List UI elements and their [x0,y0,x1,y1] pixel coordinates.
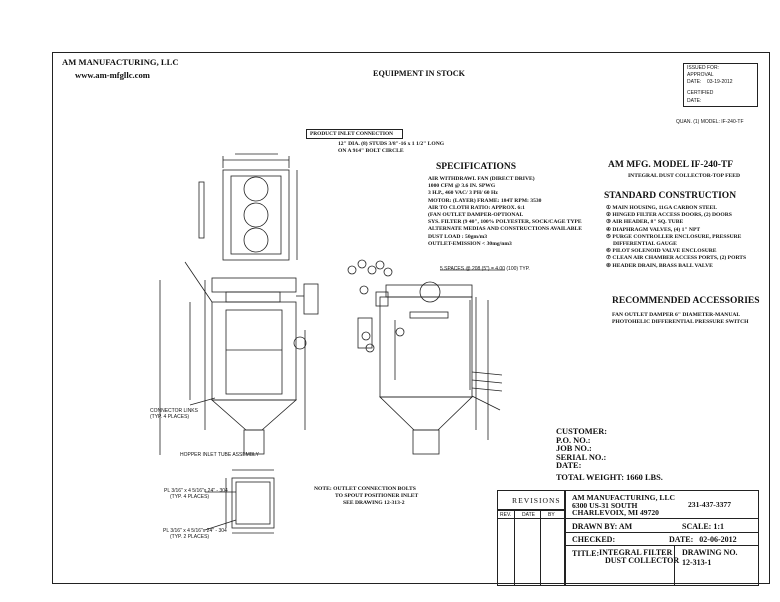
spec-line: AIR WITHDRAWL FAN (DIRECT DRIVE) [428,176,535,182]
po-label: P.O. NO.: [556,435,591,445]
title-block-company: AM MANUFACTURING, LLC [572,493,676,502]
top-view [198,153,298,261]
top-dimension-label: 5 SPACES @ 208 (5") = 4.00 (100) TYP. [440,266,530,272]
revisions-col-by: BY [548,512,555,518]
note-line3: SEE DRAWING 12-313-2 [343,500,405,506]
certified-date-label: DATE: [687,98,702,104]
customer-block: CUSTOMER: P.O. NO.: JOB NO.: SERIAL NO.:… [556,427,608,471]
certified-label: CERTIFIED [687,90,714,96]
product-inlet-line2: ON A 914" BOLT CIRCLE [338,148,404,154]
issued-date-label: DATE: [687,79,702,85]
spec-line: (FAN OUTLET DAMPER-OPTIONAL [428,212,524,219]
spec-line: OUTLET-EMISSION < 30mg/nm3 [428,240,512,247]
title-label: TITLE: [572,549,600,558]
revisions-col-divider [540,511,541,585]
front-view [159,261,319,455]
construction-item: ② HINGED FILTER ACCESS DOORS, (2) DOORS [606,212,732,219]
spec-line: AIR TO CLOTH RATIO: APPROX. 6:1 [428,204,525,211]
title-block-rule [566,545,758,546]
customer-date-label: DATE: [556,461,582,471]
drawing-title: INTEGRAL FILTER DUST COLLECTOR [599,548,680,566]
construction-item: ① MAIN HOUSING, 11GA CARBON STEEL [606,205,718,211]
product-inlet-heading: PRODUCT INLET CONNECTION [310,131,394,137]
revisions-col-divider [514,511,515,585]
spec-line: MOTOR: (LAYER) FRAME: 184T RPM: 3530 [428,197,542,204]
issued-box: ISSUED FOR: APPROVAL DATE: 03-19-2012 CE… [683,63,758,107]
standard-construction-list: ① MAIN HOUSING, 11GA CARBON STEEL ② HING… [606,205,746,270]
construction-item: DIFFERENTIAL GAUGE [606,241,677,248]
revisions-header-rule [498,518,564,519]
title-block-rule [566,518,758,519]
title-block-rule [566,532,758,533]
drawing-no-label: DRAWING NO. [682,548,738,557]
recommended-line1: FAN OUTLET DAMPER 6" DIAMETER-MANUAL [612,312,741,318]
job-label: JOB NO.: [556,444,592,454]
approval-label: APPROVAL [687,72,714,78]
revisions-col-rev: REV. [500,512,512,518]
title-block-phone: 231-437-3377 [688,500,732,509]
plate-b-count: (TYP. 2 PLACES) [170,534,210,540]
plate-a-count: (TYP. 4 PLACES) [170,494,210,500]
plate-a-label: PL 3/16" x 4 5/16"x 24" - 304 [164,488,228,494]
checked: CHECKED: [572,535,616,544]
recommended-title: RECOMMENDED ACCESSORIES [612,296,760,306]
spec-line: ALTERNATE MEDIAS AND CONSTRUCTIONS AVAIL… [428,226,582,233]
title-line2: DUST COLLECTOR [605,556,680,566]
specifications-list: AIR WITHDRAWL FAN (DIRECT DRIVE) 1000 CF… [428,176,582,248]
page-title: EQUIPMENT IN STOCK [373,69,466,78]
revisions-box: REVISIONS [497,490,565,510]
company-website[interactable]: www.am-mfgllc.com [75,70,150,80]
side-view [347,259,505,455]
hopper-inlet-label: HOPPER INLET TUBE ASSEMBLY [180,452,259,458]
model-subtitle: INTEGRAL DUST COLLECTOR-TOP FEED [628,173,741,179]
spec-line: 3 H.P., 460 VAC/ 3 PH/ 60 Hz [428,190,498,197]
plate-b-label: PL 3/16" x 4 5/16"x 24" - 304 [163,528,227,534]
spec-line: 1000 CFM @ 3.6 IN. SPWG [428,183,496,190]
construction-item: ⑥ PILOT SOLENOID VALVE ENCLOSURE [606,248,717,255]
note-line1: NOTE: OUTLET CONNECTION BOLTS [314,486,416,492]
product-inlet-line1: 12" DIA. (8) STUDS 3/8"-16 x 1 1/2" LONG [338,141,445,147]
title-block-address1: 6300 US-31 SOUTH [572,500,638,510]
customer-label: CUSTOMER: [556,427,608,436]
drawing-sheet-border [52,52,770,584]
issued-date-value: 03-19-2012 [707,79,733,85]
revisions-col-date: DATE [522,512,535,518]
note-block: NOTE: OUTLET CONNECTION BOLTS TO SPOUT P… [311,484,448,510]
spec-line: SYS. FILTER (9 40", 100% POLYESTER, SOCK… [428,219,582,226]
title-line1: INTEGRAL FILTER [599,548,673,557]
connector-links-count: (TYP. 4 PLACES) [150,414,190,420]
model-title: AM MFG. MODEL IF-240-TF [608,160,734,170]
title-block-divider [674,545,675,585]
construction-item: ⑤ PURGE CONTROLLER ENCLOSURE, PRESSURE [606,233,742,240]
drawing-no: 12-313-1 [682,558,712,567]
product-inlet-box: PRODUCT INLET CONNECTION [306,129,403,139]
inlet-plate-view [204,469,275,534]
title-block: AM MANUFACTURING, LLC 6300 US-31 SOUTH C… [565,490,759,586]
title-block-address2: CHARLEVOIX, MI 49720 [572,508,659,518]
specifications-title: SPECIFICATIONS [436,162,517,172]
construction-item: ⑦ CLEAN AIR CHAMBER ACCESS PORTS, (2) PO… [606,255,747,262]
standard-construction-title: STANDARD CONSTRUCTION [604,191,737,201]
drawn-by: DRAWN BY: AM [572,522,633,531]
title-block-address: AM MANUFACTURING, LLC 6300 US-31 SOUTH C… [572,494,675,517]
scale: SCALE: 1:1 [682,522,725,531]
serial-label: SERIAL NO.: [556,452,607,462]
revisions-table: REV. DATE BY [497,510,565,586]
connector-links-label: CONNECTOR LINKS [150,408,198,414]
total-weight: TOTAL WEIGHT: 1660 LBS. [556,473,663,482]
construction-item: ③ AIR HEADER, 8" SQ. TUBE [606,219,684,226]
title-block-date: DATE: 02-06-2012 [669,535,737,544]
construction-item: ④ DIAPHRAGM VALVES, (4) 1" NPT [606,226,701,233]
spec-line: DUST LOAD : 50gm/m3 [428,233,488,240]
quantity-line: QUAN. (1) MODEL: IF-240-TF [676,119,744,125]
construction-item: ⑧ HEADER DRAIN, BRASS BALL VALVE [606,262,713,269]
company-name: AM MANUFACTURING, LLC [62,57,179,67]
revisions-title: REVISIONS [512,496,561,505]
note-line2: TO SPOUT POSITIONER INLET [335,493,419,499]
issued-for-label: ISSUED FOR: [687,65,719,71]
recommended-line2: PHOTOHELIC DIFFERENTIAL PRESSURE SWITCH [612,319,749,325]
